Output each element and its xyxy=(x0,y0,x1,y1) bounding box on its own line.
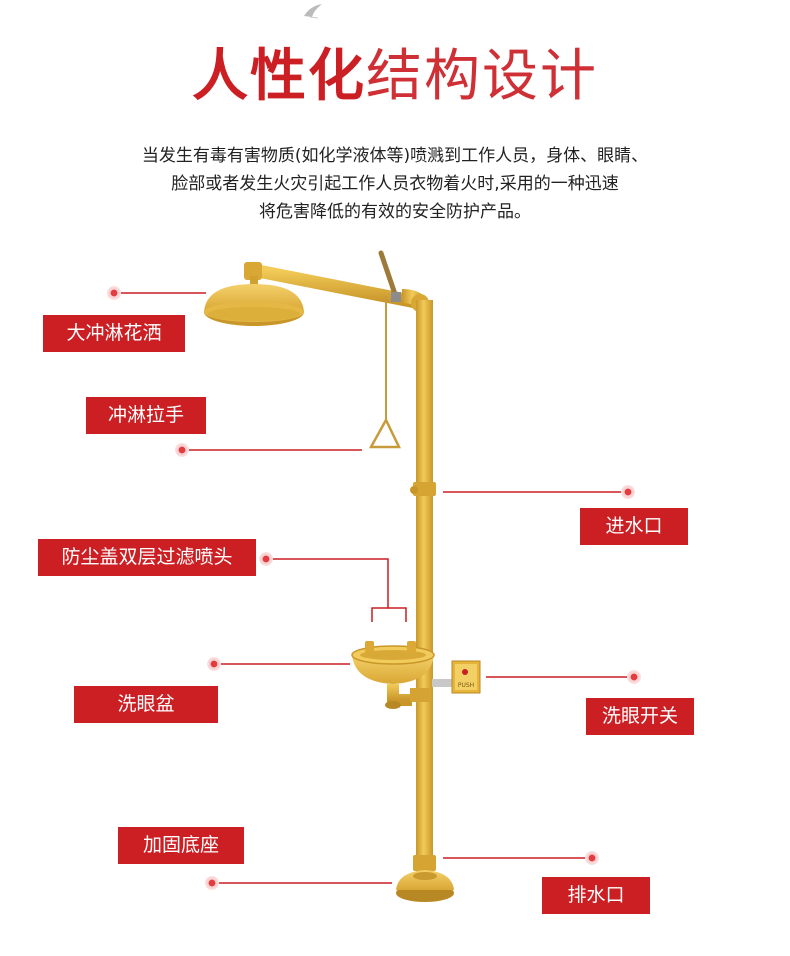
title-bold: 人性化 xyxy=(192,44,366,109)
logo-mark-icon xyxy=(304,4,322,19)
label-eyewash-bowl: 洗眼盆 xyxy=(74,686,218,723)
push-plate-text: PUSH xyxy=(458,682,474,689)
description-line-3: 将危害降低的有效的安全防护产品。 xyxy=(259,202,531,222)
page-title: 人性化结构设计 xyxy=(0,42,790,112)
main-column xyxy=(416,300,433,875)
description-line-1: 当发生有毒有害物质(如化学液体等)喷溅到工作人员，身体、眼睛、 xyxy=(141,146,649,166)
description-line-2: 脸部或者发生火灾引起工作人员衣物着火时,采用的一种迅速 xyxy=(171,174,619,194)
callout-dots xyxy=(107,286,641,890)
dot-drain xyxy=(585,851,599,865)
dot-eyewash-switch xyxy=(627,670,641,684)
shower-head xyxy=(204,284,304,326)
eyewash-switch: PUSH xyxy=(432,660,481,694)
title-light: 结构设计 xyxy=(366,44,598,109)
leader-nozzle xyxy=(262,558,389,622)
dot-base xyxy=(205,876,219,890)
dot-shower-head xyxy=(107,286,121,300)
label-water-inlet: 进水口 xyxy=(580,508,688,545)
label-dust-cover-nozzle: 防尘盖双层过滤喷头 xyxy=(38,539,256,576)
label-base: 加固底座 xyxy=(118,827,244,864)
label-drain: 排水口 xyxy=(542,877,650,914)
shower-arm xyxy=(244,262,423,309)
label-pull-handle: 冲淋拉手 xyxy=(86,397,206,434)
pull-handle xyxy=(368,250,401,449)
dot-pull-handle xyxy=(175,443,189,457)
dot-water-inlet xyxy=(621,485,635,499)
label-shower-head: 大冲淋花洒 xyxy=(43,315,185,352)
dot-eyewash-bowl xyxy=(207,657,221,671)
label-eyewash-switch: 洗眼开关 xyxy=(586,698,694,735)
base-plate xyxy=(396,870,454,902)
eyewash-bowl xyxy=(351,641,435,709)
leader-nozzle-branch xyxy=(388,607,407,622)
callout-lines xyxy=(114,292,634,884)
dot-nozzle xyxy=(259,552,273,566)
